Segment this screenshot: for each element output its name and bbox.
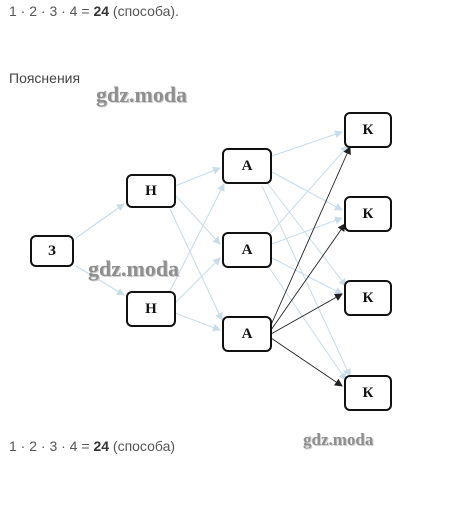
node-a3: А: [222, 316, 272, 352]
edge-a3-k1: [270, 146, 351, 326]
edge-a1-k4: [261, 185, 351, 377]
formula-unit: (способа).: [109, 3, 179, 19]
edge-a1-k3: [267, 183, 347, 287]
edge-n1-a3: [169, 208, 223, 321]
edge-a3-k2: [270, 223, 346, 331]
node-k2: К: [344, 196, 392, 232]
formula-unit: (способа): [109, 438, 176, 454]
edge-a1-k1: [271, 130, 343, 157]
edge-a3-k3: [270, 293, 343, 335]
formula-result: 24: [93, 438, 110, 454]
edge-a2-k2: [271, 216, 343, 245]
formula-top: 1 · 2 · 3 · 4 = 24 (способа).: [9, 3, 179, 19]
node-a2: А: [222, 232, 272, 268]
node-k1: К: [344, 112, 392, 148]
edge-n2-a3: [174, 312, 221, 332]
node-k3: К: [344, 280, 392, 316]
node-a1: А: [222, 148, 272, 184]
edge-z-n2: [75, 265, 125, 296]
edge-n2-a1: [169, 183, 225, 292]
node-n2: Н: [126, 291, 176, 327]
node-n1: Н: [126, 174, 176, 208]
edge-a2-k1: [267, 145, 349, 237]
formula-factors: 1 · 2 · 3 · 4 =: [9, 438, 94, 454]
watermark: gdz.moda: [303, 430, 374, 449]
edge-a2-k3: [271, 257, 343, 295]
edge-n2-a2: [174, 257, 221, 304]
watermark: gdz.moda: [96, 82, 188, 107]
formula-bottom: 1 · 2 · 3 · 4 = 24 (способа): [9, 438, 175, 454]
edge-a1-k2: [271, 171, 343, 211]
edge-a3-k4: [270, 337, 343, 387]
node-k4: К: [344, 375, 392, 411]
section-title: Пояснения: [9, 70, 81, 86]
edge-n1-a2: [174, 194, 221, 245]
watermark: gdz.moda: [88, 256, 180, 281]
formula-factors: 1 · 2 · 3 · 4 =: [9, 3, 94, 19]
node-z: З: [30, 235, 74, 267]
edge-n1-a1: [174, 166, 221, 187]
edge-a2-k4: [267, 265, 347, 381]
edge-z-n1: [75, 203, 125, 239]
formula-result: 24: [93, 3, 110, 19]
